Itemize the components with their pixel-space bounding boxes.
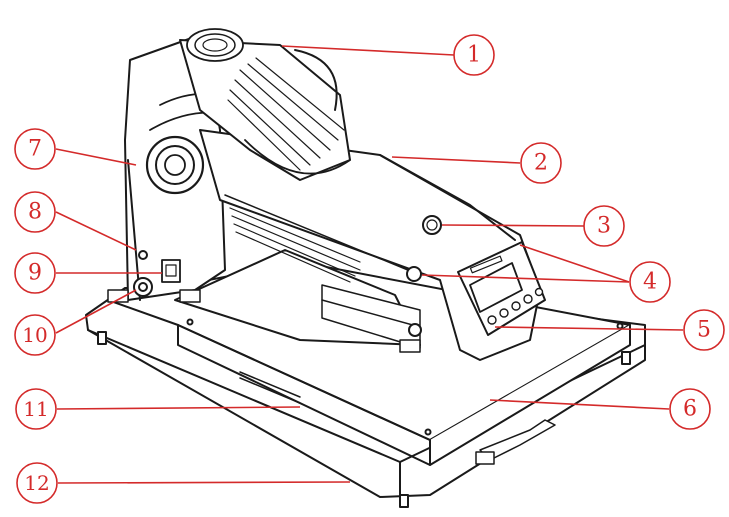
callout-12-label: 12	[24, 471, 49, 495]
callout-5: 5	[494, 309, 725, 351]
machine-drawing	[85, 28, 646, 508]
callout-8: 8	[14, 191, 137, 251]
callout-3-label: 3	[597, 214, 611, 239]
heating-cover	[179, 28, 351, 181]
callout-5-label: 5	[697, 318, 711, 343]
upper-platen	[174, 249, 422, 353]
callout-1-label: 1	[467, 43, 481, 68]
callout-10: 10	[14, 289, 137, 356]
callout-11: 11	[15, 388, 301, 430]
callout-11-label: 11	[23, 397, 48, 421]
callout-6-label: 6	[683, 397, 697, 422]
callouts: 1 2 3 4 5 6 7	[14, 34, 725, 504]
callout-7-label: 7	[28, 137, 42, 162]
callout-7: 7	[14, 128, 137, 170]
callout-3: 3	[441, 205, 625, 247]
callout-12: 12	[16, 462, 351, 504]
callout-4-label: 4	[643, 270, 657, 295]
callout-6: 6	[489, 388, 711, 430]
callout-4: 4	[421, 244, 671, 303]
callout-1: 1	[281, 34, 495, 76]
callout-9: 9	[14, 252, 162, 294]
callout-2-label: 2	[534, 151, 548, 176]
main-arm	[199, 129, 541, 361]
callout-9-label: 9	[28, 261, 42, 286]
callout-8-label: 8	[28, 200, 42, 225]
control-panel	[457, 241, 546, 336]
callout-10-label: 10	[22, 323, 47, 347]
callout-2: 2	[391, 142, 562, 184]
